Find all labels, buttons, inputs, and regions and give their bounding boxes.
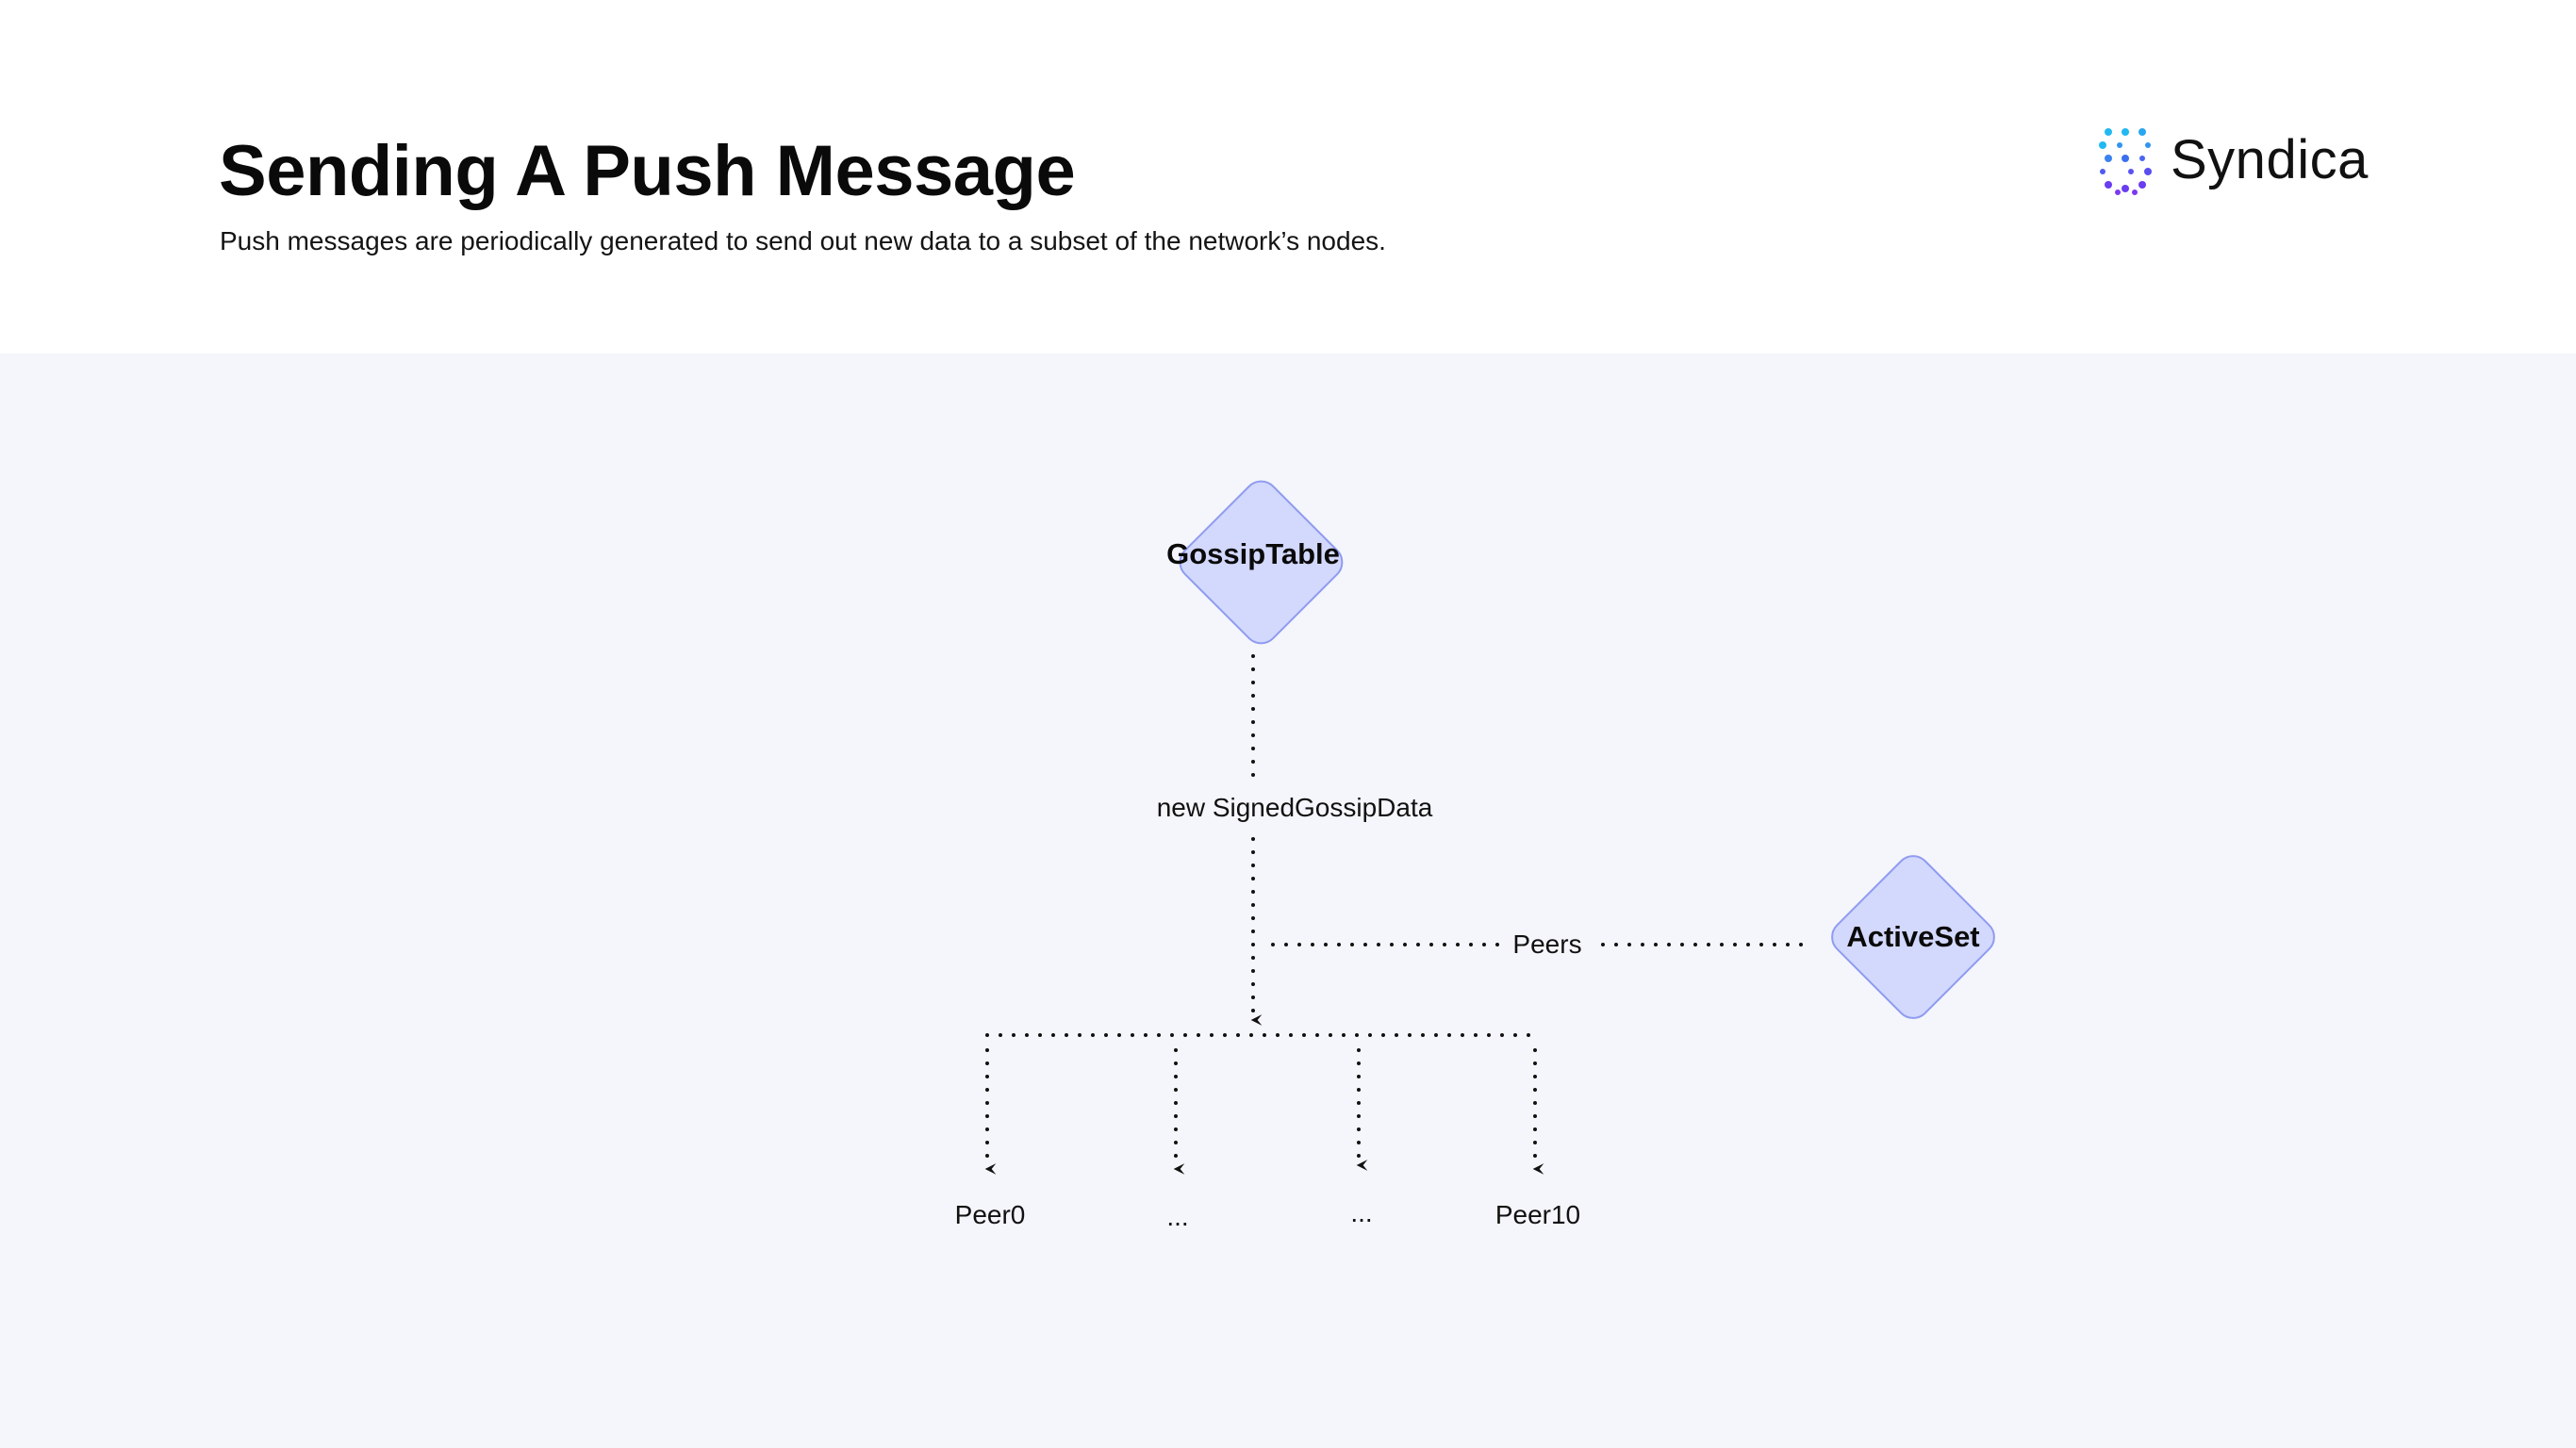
peer-label-3: Peer10 (1495, 1200, 1580, 1229)
syndica-logo: Syndica (2099, 124, 2369, 196)
peer-label-0: Peer0 (955, 1200, 1026, 1229)
gossip-table-label: GossipTable (1166, 537, 1340, 570)
active-set-label: ActiveSet (1846, 920, 1979, 953)
gossip-table-node: GossipTable (1166, 480, 1344, 645)
header: Sending A Push Message Push messages are… (0, 0, 2576, 354)
active-set-node: ActiveSet (1831, 855, 1995, 1019)
syndica-logo-text: Syndica (2171, 129, 2369, 190)
edge-label-peers: Peers (1512, 930, 1581, 959)
peer-label-2: ... (1350, 1198, 1372, 1227)
peer-label-1: ... (1166, 1202, 1188, 1231)
page-title: Sending A Push Message (219, 131, 1076, 211)
syndica-logo-icon (2099, 128, 2152, 195)
edge-label-new-data: new SignedGossipData (1157, 793, 1433, 822)
page-subtitle: Push messages are periodically generated… (220, 226, 1386, 255)
